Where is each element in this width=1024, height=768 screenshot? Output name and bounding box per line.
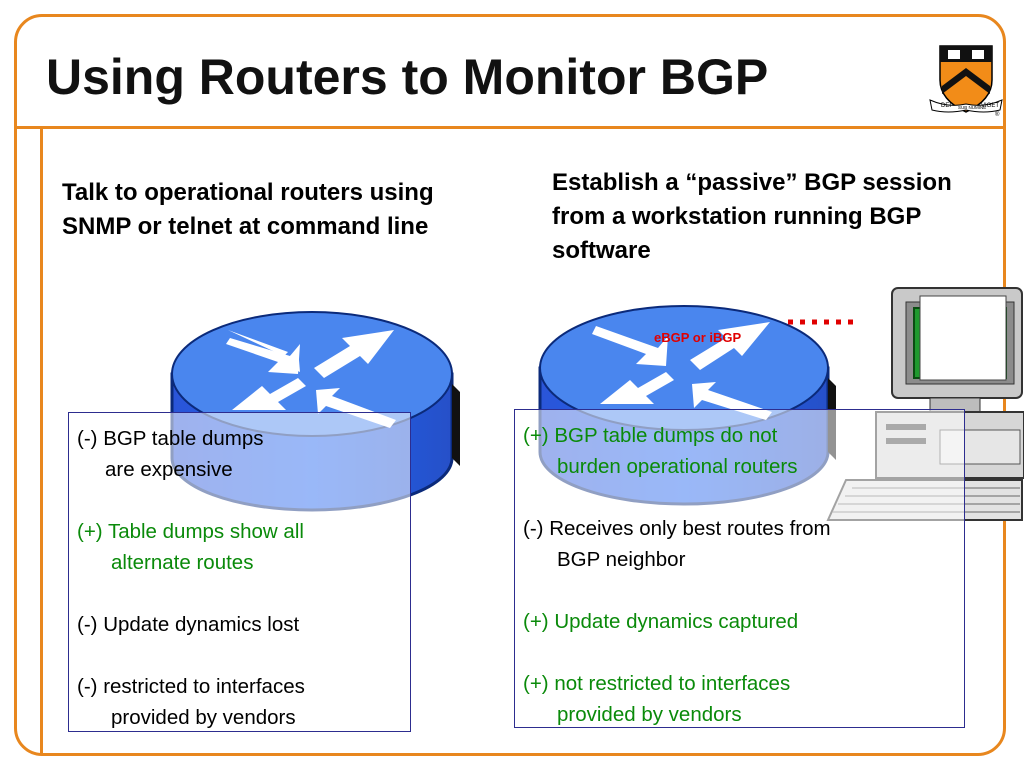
left-point-4: (-) restricted to interfaces provided by…	[77, 671, 402, 733]
right-point-4-sign: (+)	[523, 672, 549, 695]
slide-title: Using Routers to Monitor BGP	[46, 49, 769, 105]
left-point-1-line1: BGP table dumps	[103, 427, 264, 450]
right-point-2-line2: BGP neighbor	[557, 548, 686, 571]
logo-motto-left: DEI	[941, 103, 951, 109]
right-point-4: (+) not restricted to interfaces provide…	[523, 668, 956, 730]
left-point-1: (-) BGP table dumps are expensive	[77, 423, 402, 485]
right-point-1-line2: burden operational routers	[557, 455, 798, 478]
right-heading: Establish a “passive” BGP session from a…	[552, 169, 952, 264]
left-point-4-line1: restricted to interfaces	[103, 675, 305, 698]
right-point-3-line1: Update dynamics captured	[554, 610, 799, 633]
left-heading: Talk to operational routers using SNMP o…	[62, 179, 434, 240]
right-point-4-line1: not restricted to interfaces	[554, 672, 791, 695]
logo-registered: ®	[995, 111, 1000, 118]
right-point-2: (-) Receives only best routes from BGP n…	[523, 513, 956, 575]
right-point-3-sign: (+)	[523, 610, 549, 633]
right-point-1-sign: (+)	[523, 424, 549, 447]
logo-motto-center: SUB NUMINE	[958, 105, 986, 110]
link-label: eBGP or iBGP	[654, 330, 742, 345]
left-point-1-sign: (-)	[77, 427, 98, 450]
right-point-2-sign: (-)	[523, 517, 544, 540]
right-point-2-line1: Receives only best routes from	[549, 517, 831, 540]
right-point-3: (+) Update dynamics captured	[523, 606, 956, 637]
left-point-2-sign: (+)	[77, 520, 103, 543]
right-points-box: (+) BGP table dumps do not burden operat…	[514, 409, 965, 728]
left-point-2: (+) Table dumps show all alternate route…	[77, 516, 402, 578]
left-points-box: (-) BGP table dumps are expensive (+) Ta…	[68, 412, 411, 732]
left-point-3-sign: (-)	[77, 613, 98, 636]
logo-motto-right: VIGET	[981, 103, 999, 109]
right-point-4-line2: provided by vendors	[557, 703, 742, 726]
right-point-1-line1: BGP table dumps do not	[554, 424, 778, 447]
left-point-1-line2: are expensive	[105, 458, 233, 481]
left-point-3: (-) Update dynamics lost	[77, 609, 402, 640]
left-point-3-line1: Update dynamics lost	[103, 613, 300, 636]
left-point-4-sign: (-)	[77, 675, 98, 698]
princeton-shield-icon: DEI SUB NUMINE VIGET ®	[929, 45, 1003, 118]
left-point-4-line2: provided by vendors	[111, 706, 296, 729]
right-point-1: (+) BGP table dumps do not burden operat…	[523, 420, 956, 482]
left-point-2-line1: Table dumps show all	[107, 520, 304, 543]
left-rule	[40, 128, 43, 754]
title-divider	[14, 126, 1006, 129]
left-point-2-line2: alternate routes	[111, 551, 254, 574]
